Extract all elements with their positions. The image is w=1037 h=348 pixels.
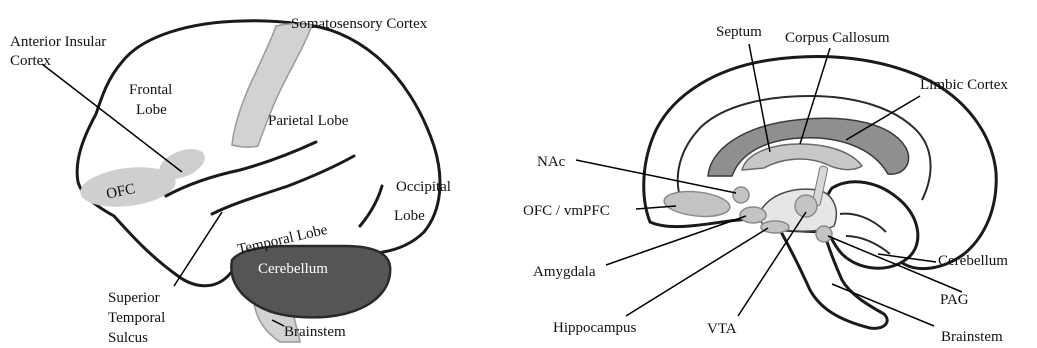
label-sts-line2: Temporal (108, 310, 165, 326)
label-medial-cerebellum: Cerebellum (938, 253, 1008, 269)
hippocampus-nucleus (761, 221, 789, 233)
label-nac: NAc (537, 154, 566, 170)
label-sts-line3: Sulcus (108, 330, 148, 346)
nac-nucleus (733, 187, 749, 203)
vta-nucleus (795, 195, 817, 217)
label-medial-brainstem: Brainstem (941, 329, 1003, 345)
label-limbic-cortex: Limbic Cortex (920, 77, 1008, 93)
label-pag: PAG (940, 292, 969, 308)
label-septum: Septum (716, 24, 762, 40)
label-ofc-vmpfc: OFC / vmPFC (523, 203, 610, 219)
label-anterior-insular-line2: Cortex (10, 53, 51, 69)
label-vta: VTA (707, 321, 737, 337)
label-sts-line1: Superior (108, 290, 160, 306)
pag-nucleus (816, 226, 832, 242)
label-parietal-lobe: Parietal Lobe (268, 113, 349, 129)
label-occipital-line2: Lobe (394, 208, 425, 224)
label-lateral-cerebellum: Cerebellum (258, 261, 328, 277)
label-hippocampus: Hippocampus (553, 320, 636, 336)
amygdala-nucleus (740, 207, 766, 223)
lateral-brain-view: Anterior Insular Cortex Somatosensory Co… (10, 16, 451, 346)
label-corpus-callosum: Corpus Callosum (785, 30, 890, 46)
label-occipital-line1: Occipital (396, 179, 451, 195)
label-frontal-line2: Lobe (136, 102, 167, 118)
label-frontal-line1: Frontal (129, 82, 172, 98)
label-somatosensory-cortex: Somatosensory Cortex (291, 16, 428, 32)
label-amygdala: Amygdala (533, 264, 596, 280)
medial-brain-view: Septum Corpus Callosum Limbic Cortex NAc… (523, 24, 1008, 345)
label-lateral-brainstem: Brainstem (284, 324, 346, 340)
label-anterior-insular-line1: Anterior Insular (10, 34, 106, 50)
